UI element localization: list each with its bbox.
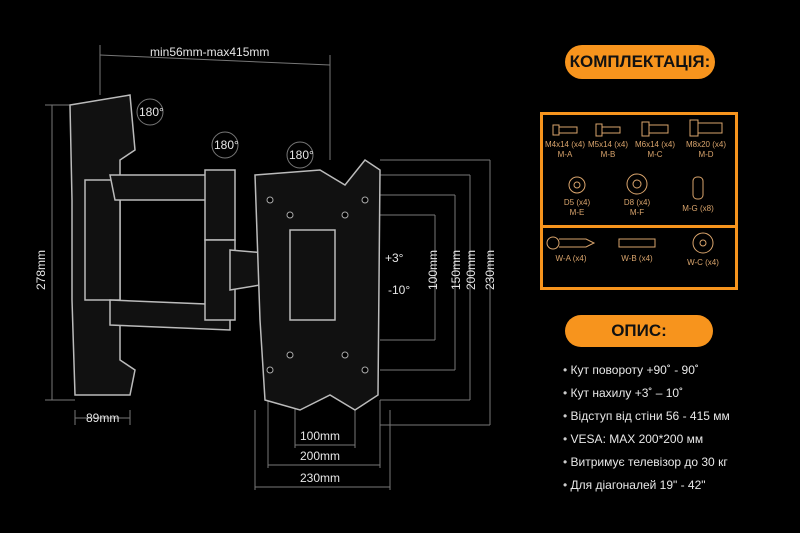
description-list: Кут повороту +90˚ - 90˚ Кут нахилу +3˚ –… [563, 359, 730, 497]
hdim-200: 200mm [300, 449, 340, 463]
part-code: M-A [557, 150, 573, 159]
kit-box: M4x14 (x4)M-A M5x14 (x4)M-B M6x14 (x4)M-… [540, 112, 738, 290]
list-item: Для діагоналей 19" - 42" [563, 474, 730, 497]
part-code: W-A (x4) [555, 254, 587, 263]
hdim-100: 100mm [300, 429, 340, 443]
part-size: M5x14 (x4) [587, 140, 628, 149]
vdim-100: 100mm [426, 250, 440, 290]
list-item: Кут повороту +90˚ - 90˚ [563, 359, 730, 382]
part-size: M-G (x8) [682, 204, 714, 213]
list-item: Кут нахилу +3˚ – 10˚ [563, 382, 730, 405]
part-code: W-C (x4) [687, 258, 719, 267]
part-size: M8x20 (x4) [685, 140, 726, 149]
plate-width-label: 89mm [86, 411, 119, 425]
part-code: M-E [569, 208, 585, 217]
screw-icon [552, 124, 578, 136]
part-w-b: W-B (x4) [607, 235, 667, 264]
list-item: Відступ від стіни 56 - 415 мм [563, 405, 730, 428]
vdim-200: 200mm [464, 250, 478, 290]
depth-range-label: min56mm-max415mm [150, 45, 269, 59]
part-size: M6x14 (x4) [634, 140, 675, 149]
height-label: 278mm [34, 250, 48, 290]
tilt-down-label: -10° [388, 283, 410, 297]
part-code: M-C [647, 150, 663, 159]
part-m-g: M-G (x8) [668, 175, 728, 214]
part-code: M-F [629, 208, 645, 217]
washer-icon [568, 176, 586, 194]
tilt-up-label: +3° [385, 251, 404, 265]
spacer-icon [692, 176, 704, 200]
part-code: M-B [600, 150, 616, 159]
washer-icon [692, 232, 714, 254]
vdim-230: 230mm [483, 250, 497, 290]
vdim-150: 150mm [449, 250, 463, 290]
part-code: M-D [698, 150, 714, 159]
part-m-d: M8x20 (x4)M-D [676, 119, 736, 160]
rotation-label-3: 180° [289, 148, 314, 162]
part-m-c: M6x14 (x4)M-C [625, 121, 685, 160]
part-size: D8 (x4) [623, 198, 651, 207]
part-w-a: W-A (x4) [541, 235, 601, 264]
rotation-label-2: 180° [214, 138, 239, 152]
part-m-b: M5x14 (x4)M-B [578, 123, 638, 160]
wall-plug-icon [618, 238, 656, 248]
wood-screw-icon [546, 236, 596, 250]
part-code: W-B (x4) [621, 254, 653, 263]
part-w-c: W-C (x4) [673, 231, 733, 268]
part-m-f: D8 (x4)M-F [607, 173, 667, 218]
description-title: ОПИС: [565, 315, 713, 347]
part-size: D5 (x4) [563, 198, 591, 207]
list-item: VESA: MAX 200*200 мм [563, 428, 730, 451]
kit-title: КОМПЛЕКТАЦІЯ: [565, 45, 715, 79]
list-item: Витримує телевізор до 30 кг [563, 451, 730, 474]
rotation-label-1: 180° [139, 105, 164, 119]
kit-divider [543, 225, 735, 228]
screw-icon [641, 121, 669, 137]
screw-icon [689, 119, 723, 137]
hdim-230: 230mm [300, 471, 340, 485]
part-m-e: D5 (x4)M-E [547, 175, 607, 218]
part-size: M4x14 (x4) [544, 140, 585, 149]
washer-icon [626, 173, 648, 195]
screw-icon [595, 123, 621, 137]
part-m-a: M4x14 (x4)M-A [535, 123, 595, 160]
